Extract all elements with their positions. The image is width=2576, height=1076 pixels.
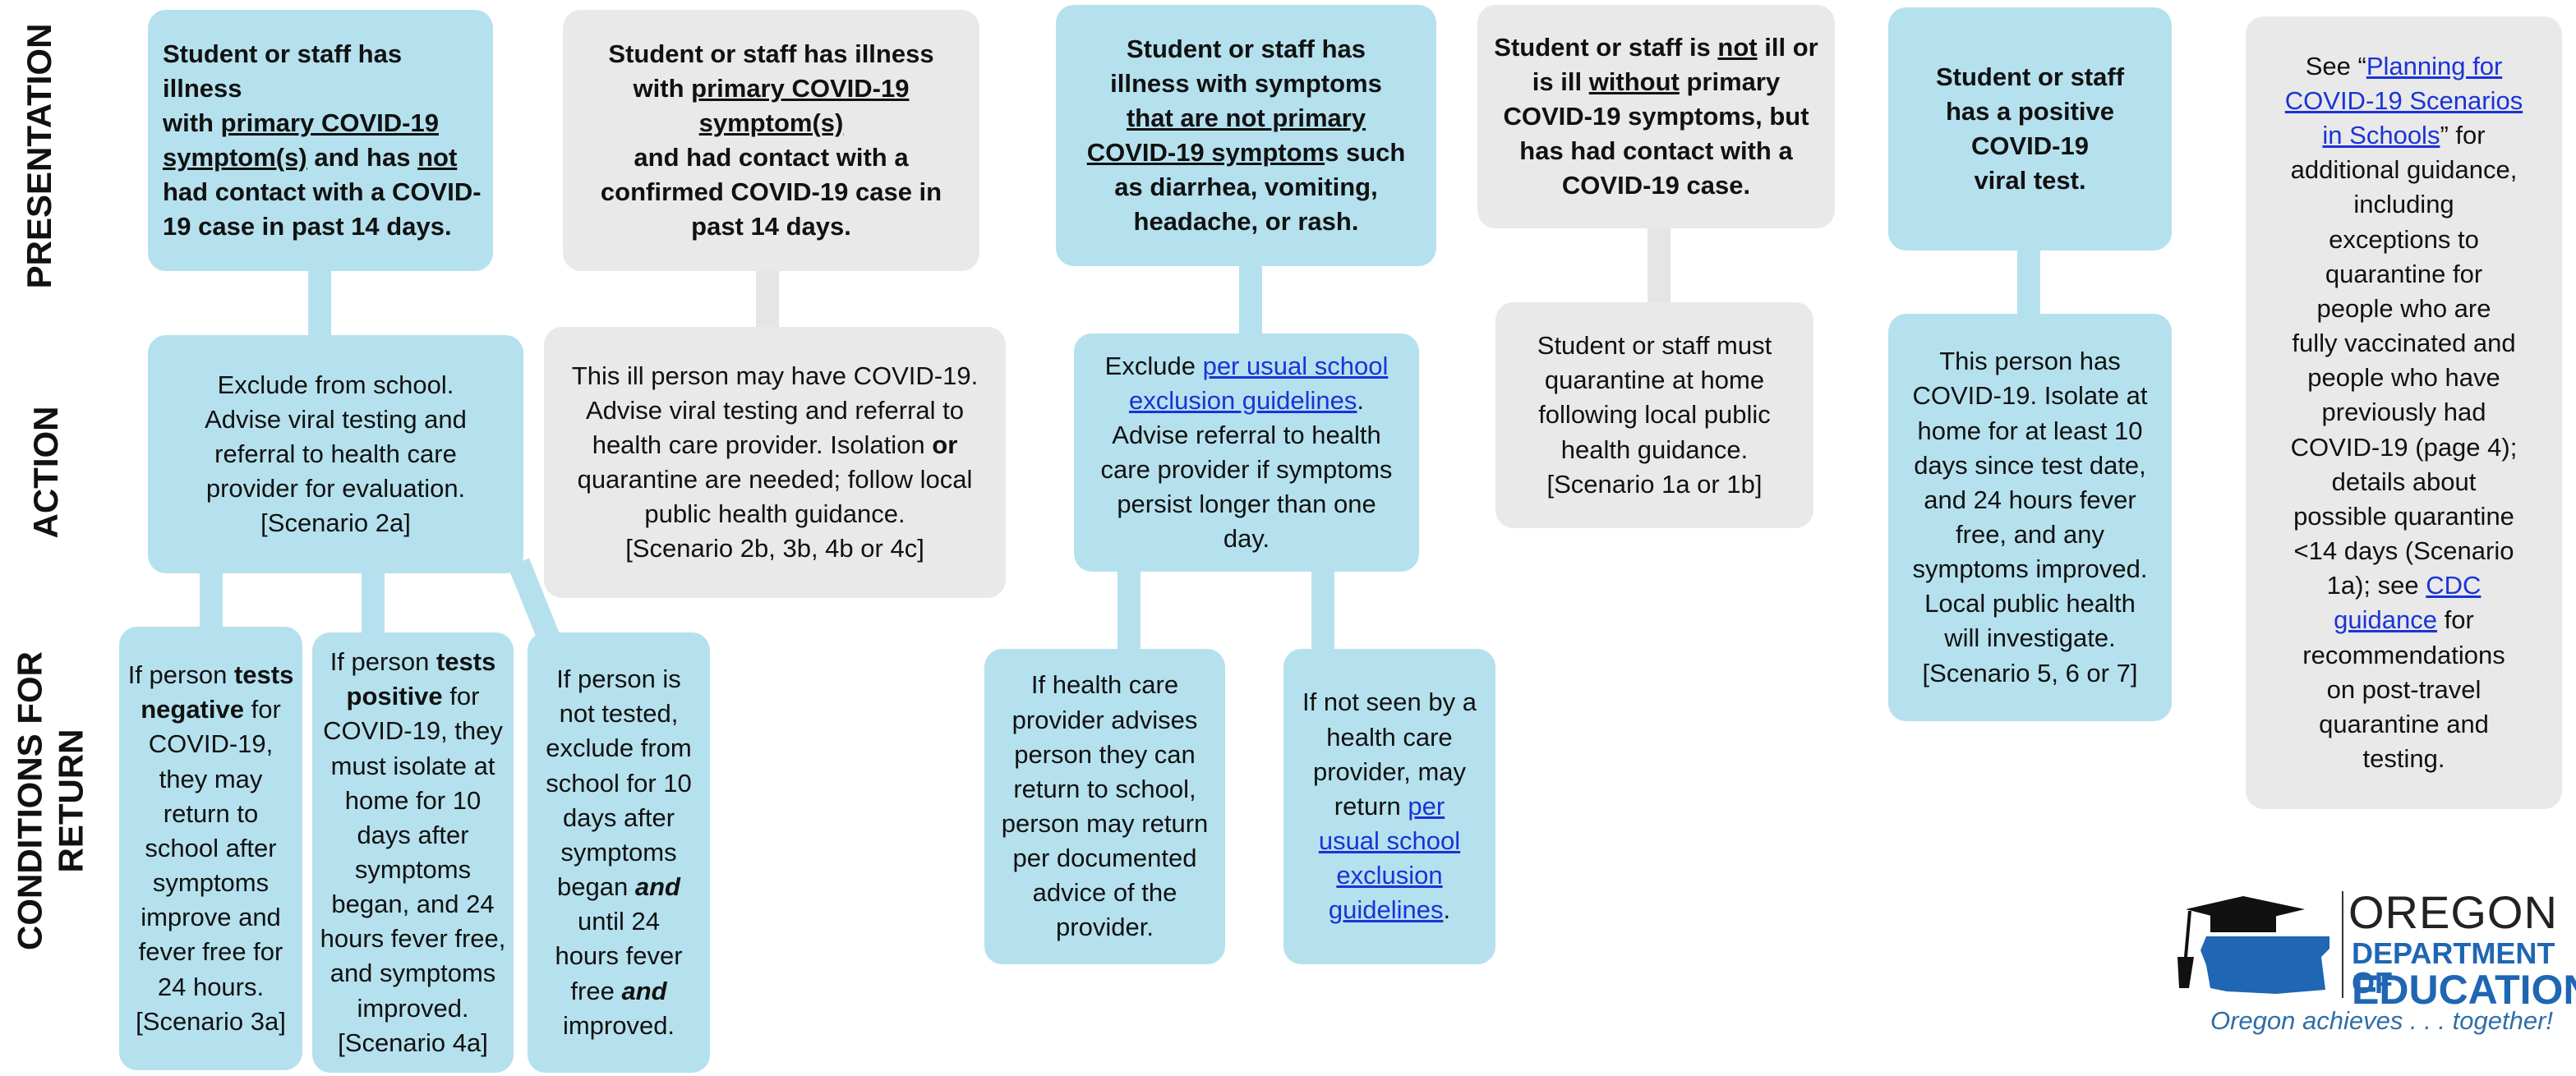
connector: [362, 571, 385, 632]
usual-exclusion-guidelines-link[interactable]: per usual school: [1202, 351, 1389, 380]
connector: [1647, 226, 1670, 304]
logo-divider: [2342, 891, 2343, 998]
row-label-conditions: CONDITIONS FOR RETURN: [10, 651, 90, 950]
presentation-box-4: Student or staff is not ill or is ill wi…: [1477, 5, 1835, 228]
action-box-4: Student or staff must quarantine at home…: [1495, 302, 1813, 528]
connector: [1117, 569, 1141, 651]
condition-box-tests-positive: If person tests positive for COVID-19, t…: [312, 632, 514, 1073]
presentation-box-1: Student or staff has illness with primar…: [148, 10, 493, 271]
connector: [756, 271, 779, 329]
planning-scenarios-link[interactable]: COVID-19 Scenarios: [2284, 86, 2523, 116]
logo-oregon: OREGON: [2348, 886, 2558, 938]
planning-scenarios-link[interactable]: in Schools: [2322, 121, 2440, 150]
action-box-5: This person has COVID-19. Isolate at hom…: [1888, 314, 2172, 721]
usual-exclusion-guidelines-link[interactable]: guidelines: [1328, 895, 1444, 925]
condition-box-provider-advice: If health care provider advises person t…: [984, 649, 1225, 964]
connector: [1239, 263, 1262, 335]
connector: [2017, 251, 2040, 315]
planning-scenarios-link[interactable]: Planning for: [2366, 51, 2503, 80]
usual-exclusion-guidelines-link[interactable]: exclusion: [1336, 861, 1443, 890]
usual-exclusion-guidelines-link[interactable]: exclusion guidelines: [1128, 385, 1357, 415]
row-label-action: ACTION: [25, 406, 65, 539]
condition-box-tests-negative: If person tests negative for COVID-19, t…: [119, 627, 302, 1070]
row-label-presentation: PRESENTATION: [19, 23, 58, 289]
condition-box-not-seen: If not seen by a health care provider, m…: [1283, 649, 1495, 964]
usual-exclusion-guidelines-link[interactable]: usual school: [1318, 826, 1461, 856]
connector: [200, 571, 223, 628]
logo-education: EDUCATION: [2352, 967, 2576, 1013]
graduation-cap-oregon-icon: [2177, 896, 2329, 994]
action-box-3: Exclude per usual school exclusion guide…: [1074, 333, 1419, 572]
presentation-box-2: Student or staff has illness with primar…: [563, 10, 979, 271]
cdc-guidance-link[interactable]: guidance: [2334, 605, 2438, 635]
condition-box-not-tested: If person is not tested, exclude from sc…: [528, 632, 710, 1073]
connector: [308, 271, 331, 337]
action-box-1: Exclude from school. Advise viral testin…: [148, 335, 523, 573]
cdc-guidance-link[interactable]: CDC: [2426, 571, 2482, 600]
logo-tagline: Oregon achieves . . . together!: [2210, 1006, 2554, 1035]
connector: [1311, 569, 1334, 651]
action-box-2: This ill person may have COVID-19. Advis…: [544, 327, 1006, 598]
presentation-box-3: Student or staff has illness with sympto…: [1056, 5, 1436, 266]
usual-exclusion-guidelines-link[interactable]: per: [1408, 791, 1445, 821]
logo-department: DEPARTMENT OF: [2352, 936, 2555, 1000]
additional-guidance-note: See “Planning for COVID-19 Scenarios in …: [2246, 16, 2562, 809]
presentation-box-5: Student or staff has a positive COVID-19…: [1888, 7, 2172, 251]
